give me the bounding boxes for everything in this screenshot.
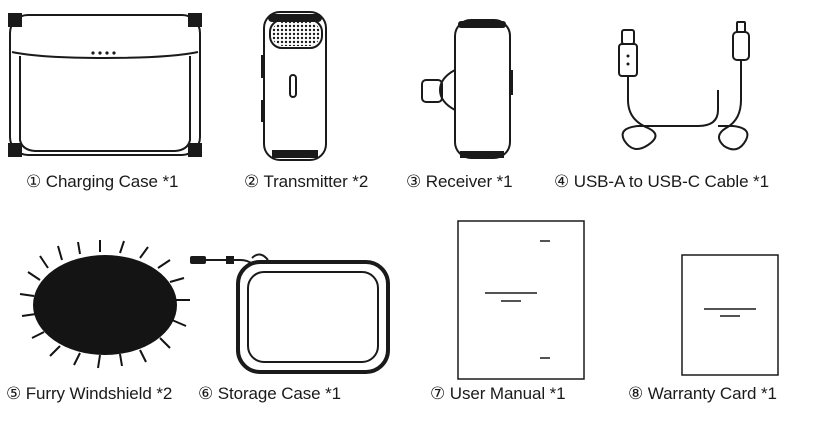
label-transmitter: ② Transmitter *2 [244, 172, 369, 191]
label-usb-cable: ④ USB-A to USB-C Cable *1 [554, 172, 769, 191]
label-receiver: ③ Receiver *1 [406, 172, 513, 191]
usb-cable: ④ USB-A to USB-C Cable *1 [548, 0, 823, 191]
user-manual: ⑦ User Manual *1 [430, 215, 620, 403]
furry-windshield: ⑤ Furry Windshield *2 [0, 220, 200, 403]
furry-windshield-illustration [19, 240, 190, 369]
user-manual-illustration [457, 220, 585, 380]
receiver-illustration [421, 19, 513, 159]
label-user-manual: ⑦ User Manual *1 [430, 384, 566, 403]
charging-case-illustration [8, 13, 202, 157]
receiver: ③ Receiver *1 [400, 0, 550, 191]
storage-case-illustration [190, 253, 390, 374]
label-storage-case: ⑥ Storage Case *1 [198, 384, 342, 403]
warranty-card-illustration [681, 254, 779, 376]
warranty-card: ⑧ Warranty Card *1 [620, 215, 823, 403]
transmitter-illustration [261, 11, 327, 161]
label-furry-windshield: ⑤ Furry Windshield *2 [6, 384, 173, 403]
transmitter: ② Transmitter *2 [240, 0, 400, 191]
charging-case: ① Charging Case *1 [0, 0, 240, 191]
storage-case: ⑥ Storage Case *1 [190, 220, 410, 403]
label-charging-case: ① Charging Case *1 [26, 172, 179, 191]
usb-cable-illustration [618, 21, 750, 151]
label-warranty-card: ⑧ Warranty Card *1 [628, 384, 777, 403]
